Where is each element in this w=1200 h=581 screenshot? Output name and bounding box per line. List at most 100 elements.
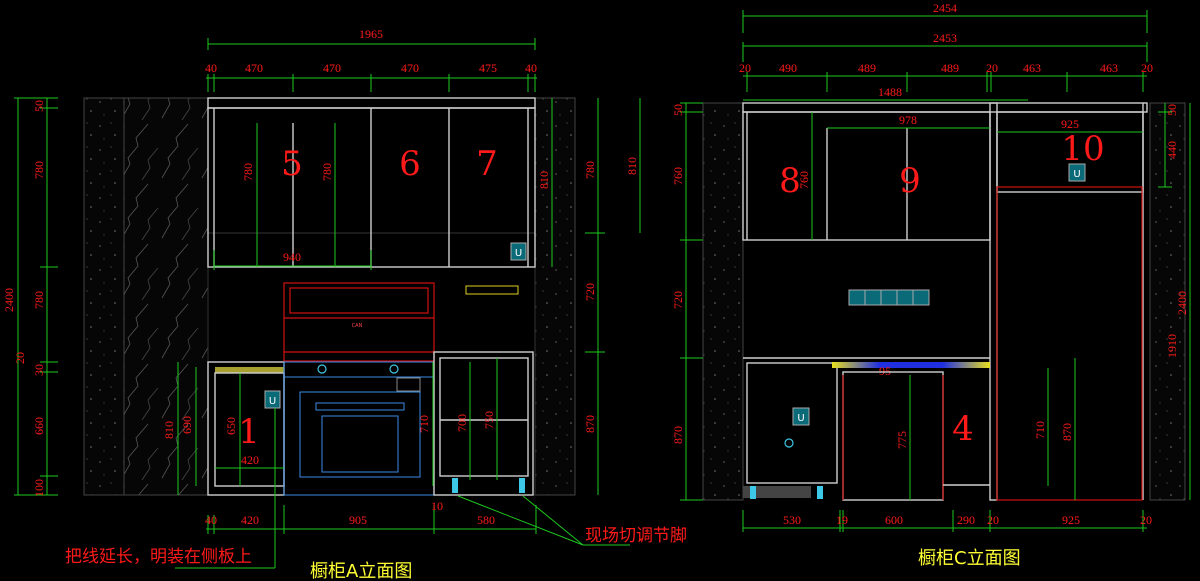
dim-lower-3: 420 — [241, 453, 259, 467]
wall-right — [534, 97, 576, 496]
dim-left-2: 20 — [13, 352, 27, 364]
adjustable-foot — [452, 478, 458, 493]
dim-upper-1: 490 — [779, 61, 797, 75]
bottom-dimensions: 40 420 905 10 580 — [205, 499, 537, 534]
dim-upper-5: 40 — [525, 61, 537, 75]
pipe-outlet-icon — [784, 438, 794, 448]
dim-inner-h-0: 780 — [241, 163, 255, 181]
cabinet-number-9: 9 — [899, 161, 921, 201]
dim-bottom-0: 530 — [783, 513, 801, 527]
dim-upper-2: 489 — [858, 61, 876, 75]
dim-hood-span: 940 — [283, 250, 301, 264]
dim-bottom-0: 40 — [205, 513, 217, 527]
cabinet-number-6: 6 — [399, 144, 421, 184]
upper-cabinets: 780 780 5 6 7 — [207, 97, 536, 268]
dim-bottom-1: 420 — [241, 513, 259, 527]
dim-lower-4: 710 — [417, 415, 431, 433]
dim-inner-h-0: 760 — [797, 171, 811, 189]
dim-inner-w-0: 978 — [899, 113, 917, 127]
dim-bottom-3: 290 — [957, 513, 975, 527]
cabinet-number-1: 1 — [238, 412, 260, 452]
top-dimensions: 1965 40 470 470 470 475 40 — [205, 27, 537, 92]
dim-right-3: 870 — [583, 415, 597, 433]
svg-text:U: U — [515, 248, 522, 259]
dim-left-3: 870 — [671, 426, 685, 444]
right-dimensions: 810 780 720 870 810 — [537, 98, 641, 495]
lower-cabinets: 1 — [207, 351, 534, 496]
dim-right-3: 1910 — [1165, 334, 1179, 358]
sink-countertop — [832, 362, 990, 368]
cabinet-number-8: 8 — [779, 161, 801, 201]
dim-lower-1: 690 — [180, 416, 194, 434]
lower-cabinets: U 95 775 4 710 870 — [743, 357, 1076, 501]
dim-bottom-5: 925 — [1062, 513, 1080, 527]
socket-icon: U — [264, 390, 281, 409]
dim-inner-h-1: 775 — [895, 431, 909, 449]
dim-upper-5: 463 — [1023, 61, 1041, 75]
dim-right-0: 810 — [537, 171, 551, 189]
dim-right-1: 440 — [1165, 141, 1179, 159]
socket-icon: U — [510, 242, 527, 261]
dim-upper-3: 470 — [401, 61, 419, 75]
right-dimensions: 50 440 2400 1910 — [1158, 103, 1191, 500]
dim-bottom-2: 600 — [885, 513, 903, 527]
adjustable-foot — [817, 486, 823, 499]
elevation-c: 2454 2453 20 490 489 489 20 463 463 20 1… — [671, 1, 1191, 569]
dim-upper-0: 20 — [739, 61, 751, 75]
dim-lower-6: 750 — [482, 411, 496, 429]
dim-upper-4: 475 — [479, 61, 497, 75]
elevation-a-title: 橱柜A立面图 — [310, 561, 412, 581]
range-hood: CAN — [283, 282, 435, 362]
dim-lower-0: 810 — [162, 421, 176, 439]
svg-text:U: U — [1073, 169, 1080, 180]
dim-bottom-4: 20 — [987, 513, 999, 527]
dim-left-0: 50 — [32, 100, 46, 112]
dim-lower-5: 700 — [455, 414, 469, 432]
dim-lower-2: 650 — [224, 417, 238, 435]
dim-overall: 1965 — [359, 27, 383, 41]
cabinet-number-4: 4 — [952, 409, 974, 449]
dim-upper-7: 20 — [1141, 61, 1153, 75]
wall-left-stone — [83, 97, 125, 496]
dim-overall-inner: 2453 — [933, 31, 957, 45]
cabinet-number-7: 7 — [476, 144, 498, 184]
upper-cabinets: 978 925 760 8 9 10 U — [742, 102, 1148, 501]
wall-left-marble — [123, 97, 209, 496]
dim-left-1b: 780 — [32, 291, 46, 309]
cabinet-number-5: 5 — [281, 144, 303, 184]
dim-bottom-2: 905 — [349, 513, 367, 527]
dim-upper-0: 40 — [205, 61, 217, 75]
dim-left-2: 720 — [671, 291, 685, 309]
dim-right-2: 2400 — [1175, 291, 1189, 315]
note-adjustable-feet: 现场切调节脚 — [585, 526, 687, 546]
dim-upper-4: 20 — [986, 61, 998, 75]
dim-right-1: 780 — [583, 161, 597, 179]
dim-sink: 95 — [879, 364, 891, 378]
back-wall — [207, 232, 536, 496]
adjustable-foot — [519, 478, 525, 493]
wall-right — [1149, 102, 1186, 501]
svg-text:U: U — [797, 413, 804, 424]
dim-inner-h-3: 870 — [1060, 423, 1074, 441]
top-dimensions: 2454 2453 20 490 489 489 20 463 463 20 1… — [739, 1, 1153, 101]
dim-inner-w-1: 925 — [1061, 117, 1079, 131]
dim-bottom-3: 10 — [431, 499, 443, 513]
dim-left-3: 30 — [32, 364, 46, 376]
dim-right-2: 720 — [583, 283, 597, 301]
tall-cabinet-door — [996, 186, 1143, 501]
left-dimensions: 2400 50 780 20 30 660 100 780 — [2, 97, 58, 497]
dim-left-1: 780 — [32, 161, 46, 179]
dim-bottom-6: 20 — [1140, 513, 1152, 527]
dim-upper-2: 470 — [323, 61, 341, 75]
socket-icon: U — [792, 407, 810, 426]
left-dimensions: 50 760 720 870 — [671, 102, 703, 501]
dim-overall-outer: 2454 — [933, 1, 957, 15]
dim-inner-h-2: 710 — [1033, 421, 1047, 439]
note-wire-extension: 把线延长，明装在侧板上 — [65, 547, 252, 567]
dim-left-1: 760 — [671, 167, 685, 185]
lower-dimensions: 810 690 650 420 710 700 750 — [162, 358, 498, 495]
socket-row — [848, 289, 930, 306]
elevation-a: 1965 40 470 470 470 475 40 780 780 5 6 7… — [2, 27, 687, 581]
socket-icon: U — [1068, 163, 1086, 182]
